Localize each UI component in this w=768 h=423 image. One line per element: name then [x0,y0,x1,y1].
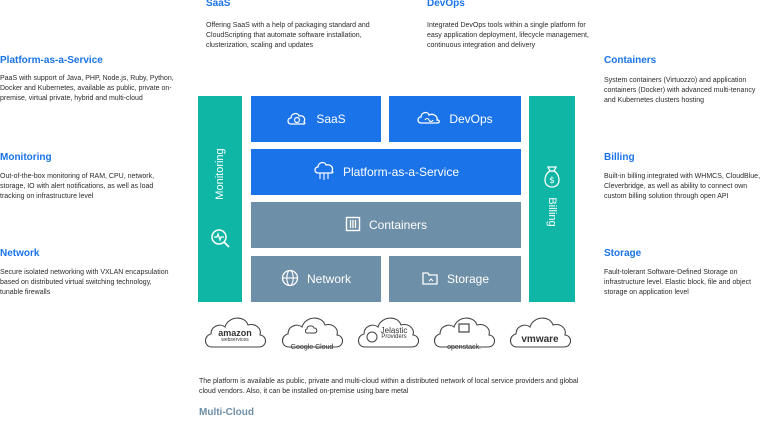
multicloud-heading: Multi-Cloud [199,407,254,418]
saas-heading: SaaS [206,0,231,9]
monitoring-bar [198,96,242,302]
amazon-logo: amazon webservices [202,313,268,355]
saas-description: Offering SaaS with a help of packaging s… [206,22,370,49]
devops-description: Integrated DevOps tools within a single … [427,22,589,49]
devops-block: DevOps [389,96,521,142]
openstack-label: openstack. [447,343,481,351]
cloud-network-icon [313,160,335,185]
network-heading: Network [0,248,40,259]
containers-block-label: Containers [368,218,428,232]
paas-block: Platform-as-a-Service [251,149,521,195]
monitoring-description: Out-of-the-box monitoring of RAM, CPU, n… [0,173,155,200]
jelastic-sublabel: Providers [381,334,407,340]
devops-block-label: DevOps [449,112,493,126]
vmware-cloud: vmware [507,313,573,349]
containers-heading: Containers [604,55,657,66]
globe-icon [281,269,299,290]
amazon-sublabel: webservices [221,337,249,343]
container-icon [345,216,361,235]
monitoring-bar-label: Monitoring [214,148,226,200]
vmware-logo: vmware [507,313,573,357]
saas-block-label: SaaS [316,112,346,126]
money-bag-icon: $ [540,164,564,195]
storage-heading: Storage [604,248,642,259]
cloud-gear-icon [286,108,308,131]
multicloud-description: The platform is available as public, pri… [199,378,579,395]
infinity-cloud-icon [417,110,441,129]
openstack-logo: openstack. [431,313,497,365]
jelastic-label: Jelastic [380,326,408,335]
paas-heading: Platform-as-a-Service [0,55,103,66]
network-block: Network [251,256,381,302]
devops-heading: DevOps [427,0,465,9]
paas-block-label: Platform-as-a-Service [342,165,460,179]
network-block-label: Network [306,272,351,286]
billing-heading: Billing [604,152,635,163]
network-description: Secure isolated networking with VXLAN en… [0,269,169,296]
containers-block: Containers [251,202,521,248]
storage-block: Storage [389,256,521,302]
monitoring-icon [208,226,232,255]
saas-block: SaaS [251,96,381,142]
jelastic-logo: Jelastic Providers [355,313,421,349]
storage-block-label: Storage [446,272,490,286]
storage-icon [421,269,439,290]
vmware-label: vmware [521,333,559,345]
google-logo: Google Cloud [279,313,345,365]
jelastic-cloud: Jelastic Providers [355,313,421,349]
svg-text:$: $ [549,176,555,186]
paas-description: PaaS with support of Java, PHP, Node.js,… [0,75,174,102]
billing-bar [529,96,575,302]
openstack-cloud: openstack. [431,313,497,351]
billing-description: Built-in billing integrated with WHMCS, … [604,173,761,200]
google-label: Google Cloud [290,343,334,351]
amazon-cloud: amazon webservices [202,313,268,349]
containers-description: System containers (Virtuozzo) and applic… [604,77,756,104]
monitoring-heading: Monitoring [0,152,52,163]
amazon-label: amazon [218,328,252,338]
google-cloud: Google Cloud [279,313,345,351]
storage-description: Fault-tolerant Software-Defined Storage … [604,269,752,296]
